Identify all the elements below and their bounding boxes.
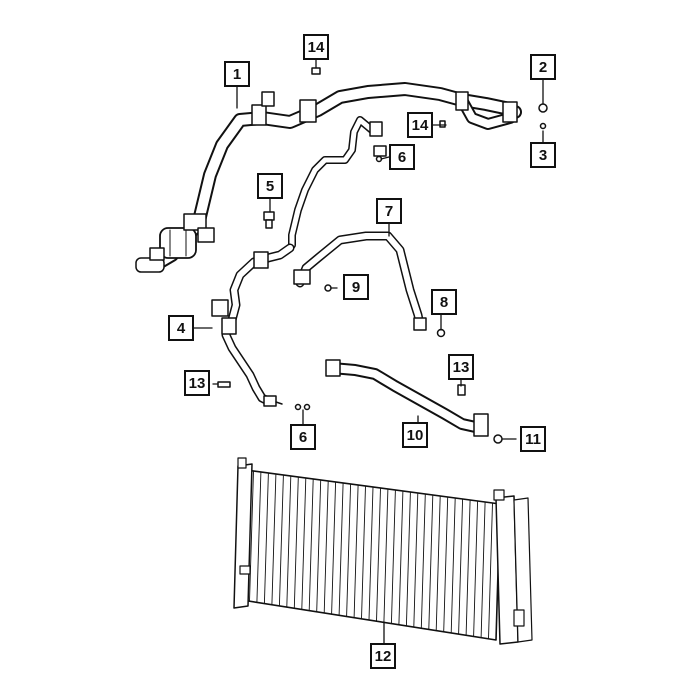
callout-6-upper: 6 [389, 144, 415, 170]
callout-2: 2 [530, 54, 556, 80]
callout-10: 10 [402, 422, 428, 448]
part-7-line [293, 231, 427, 331]
callout-4: 4 [168, 315, 194, 341]
part-4-liquid-line [211, 243, 295, 407]
callout-6-lower: 6 [290, 424, 316, 450]
callout-11: 11 [520, 426, 546, 452]
callout-13-left: 13 [184, 370, 210, 396]
leader-lines [193, 59, 544, 644]
callout-3: 3 [530, 142, 556, 168]
callout-1: 1 [224, 61, 250, 87]
callout-12: 12 [370, 643, 396, 669]
part-6-upper-tube [288, 116, 387, 249]
callout-14-upper: 14 [303, 34, 329, 60]
callout-5: 5 [257, 173, 283, 199]
callout-8: 8 [431, 289, 457, 315]
part-12-condenser [233, 457, 533, 645]
callout-14-right: 14 [407, 112, 433, 138]
callout-13-right: 13 [448, 354, 474, 380]
callout-9: 9 [343, 274, 369, 300]
part-1-suction-line [135, 82, 522, 273]
condenser-fins [249, 470, 493, 640]
part-10-hose [325, 359, 489, 437]
callout-7: 7 [376, 198, 402, 224]
